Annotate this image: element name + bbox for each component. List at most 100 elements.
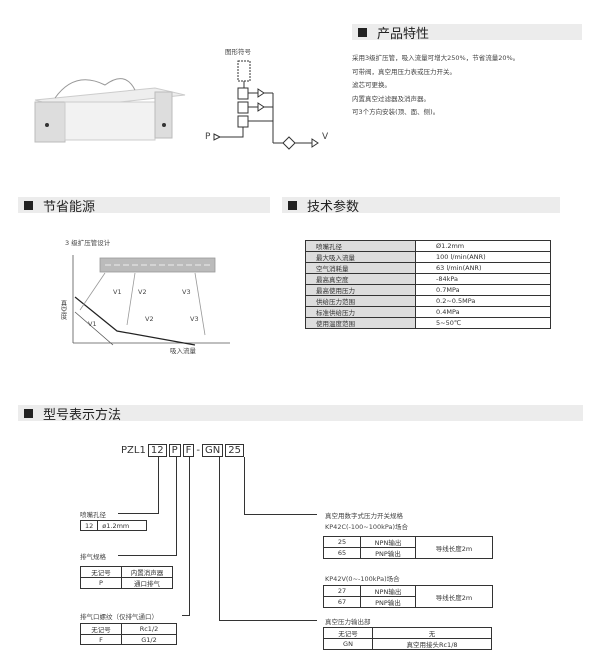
cell: NPN输出: [360, 536, 416, 548]
leader-line: [118, 555, 177, 556]
model-title: 型号表示方法: [43, 407, 122, 423]
leader-line: [176, 457, 177, 555]
cell: 无记号: [80, 566, 122, 578]
symbol-title: 图形符号: [225, 48, 251, 56]
v2-label: V2: [138, 288, 147, 296]
cell: NPN输出: [360, 585, 416, 597]
spec-value: 0.7MPa: [415, 284, 551, 296]
output-label: 真空压力输出部: [325, 618, 371, 626]
feature-item: 滤芯可更换。: [352, 81, 391, 89]
cell: 无记号: [80, 623, 122, 635]
cell: 27: [323, 585, 361, 597]
spec-row: 最高真空度-84kPa: [305, 273, 551, 285]
leader-line: [118, 513, 159, 514]
leader-line: [219, 457, 220, 620]
leader-line: [182, 615, 190, 616]
spec-name: 供给压力范围: [305, 295, 416, 307]
model-prefix: PZL1: [121, 445, 146, 456]
leader-line: [189, 457, 190, 615]
energy-header: 节省能源: [18, 197, 270, 215]
section-square-icon: [288, 200, 297, 210]
spec-name: 最高使用压力: [305, 284, 416, 296]
code-exhaust: P: [168, 444, 181, 457]
section-square-icon: [358, 27, 367, 37]
cell: P: [80, 577, 122, 589]
feature-item: 可3个方向安装(顶、面、侧)。: [352, 108, 440, 116]
energy-caption: 3 级扩压管设计: [65, 239, 111, 247]
spec-header: 技术参数: [282, 197, 560, 215]
cell: 导线长度2m: [415, 585, 493, 608]
leader-line: [244, 457, 245, 515]
cell: 无记号: [323, 627, 373, 639]
model-code: PZL1 12 P F - GN 25: [121, 444, 244, 457]
cell: 67: [323, 596, 361, 608]
cell: 真空用接头Rc1/8: [372, 638, 492, 650]
section-square-icon: [24, 408, 33, 418]
feature-item: 内置真空过滤器及消声器。: [352, 94, 430, 103]
pneumatic-symbol-diagram: [213, 60, 319, 150]
code-switch: 25: [225, 444, 244, 457]
section-square-icon: [24, 200, 33, 210]
cell: 12: [79, 520, 99, 531]
feature-item: 采用3级扩压管，吸入流量可增大250%，节省流量20%。: [352, 54, 520, 62]
exhaust-label: 排气规格: [80, 553, 106, 561]
spec-value: 100 l/min(ANR): [415, 251, 551, 263]
code-thread: F: [182, 444, 195, 457]
v1-label-lower: V1: [88, 320, 97, 328]
cell: 无: [372, 627, 492, 639]
spec-value: 63 l/min(ANR): [415, 262, 551, 274]
x-axis-label: 吸入流量: [170, 347, 196, 355]
spec-name: 最高真空度: [305, 273, 416, 285]
cell: F: [80, 634, 122, 645]
code-nozzle: 12: [147, 444, 167, 457]
cell: 65: [323, 547, 361, 559]
spec-value: Ø1.2mm: [415, 240, 551, 252]
switch-label: 真空用数字式压力开关规格: [325, 512, 403, 520]
leader-line: [219, 620, 317, 621]
kp42v-label: KP42V(0~-100kPa)场合: [325, 575, 400, 583]
cell: ø1.2mm: [97, 520, 148, 531]
cell: 25: [323, 536, 361, 548]
spec-value: 0.2~0.5MPa: [415, 295, 551, 307]
features-title: 产品特性: [377, 26, 430, 42]
v2-label-lower: V2: [145, 315, 154, 323]
energy-title: 节省能源: [43, 199, 96, 215]
features-list: 采用3级扩压管，吸入流量可增大250%，节省流量20%。 可带阀，真空用压力表或…: [352, 52, 519, 120]
model-header: 型号表示方法: [18, 405, 583, 423]
code-dash: -: [196, 445, 200, 456]
spec-value: 5~50℃: [415, 317, 551, 329]
leader-line: [158, 457, 159, 513]
nozzle-label: 喷嘴孔径: [80, 511, 106, 519]
spec-name: 空气消耗量: [305, 262, 416, 274]
v3-label-lower: V3: [190, 315, 199, 323]
spec-name: 使用温度范围: [305, 317, 416, 329]
cell: 通口排气: [121, 577, 173, 589]
cell: PNP输出: [360, 596, 416, 608]
spec-value: 0.4MPa: [415, 306, 551, 318]
leader-line: [244, 514, 317, 515]
kp42c-label: KP42C(-100~100kPa)场合: [325, 523, 409, 531]
cell: GN: [323, 638, 373, 650]
v3-label: V3: [182, 288, 191, 296]
cell: PNP输出: [360, 547, 416, 559]
feature-item: 可带阀，真空用压力表或压力开关。: [352, 67, 456, 76]
thread-label: 排气口螺纹（仅排气通口）: [80, 613, 158, 621]
v1-label: V1: [113, 288, 122, 296]
port-p-label: P: [205, 132, 211, 142]
spec-value: -84kPa: [415, 273, 551, 285]
energy-diagram: [72, 255, 230, 346]
cell: G1/2: [121, 634, 177, 645]
